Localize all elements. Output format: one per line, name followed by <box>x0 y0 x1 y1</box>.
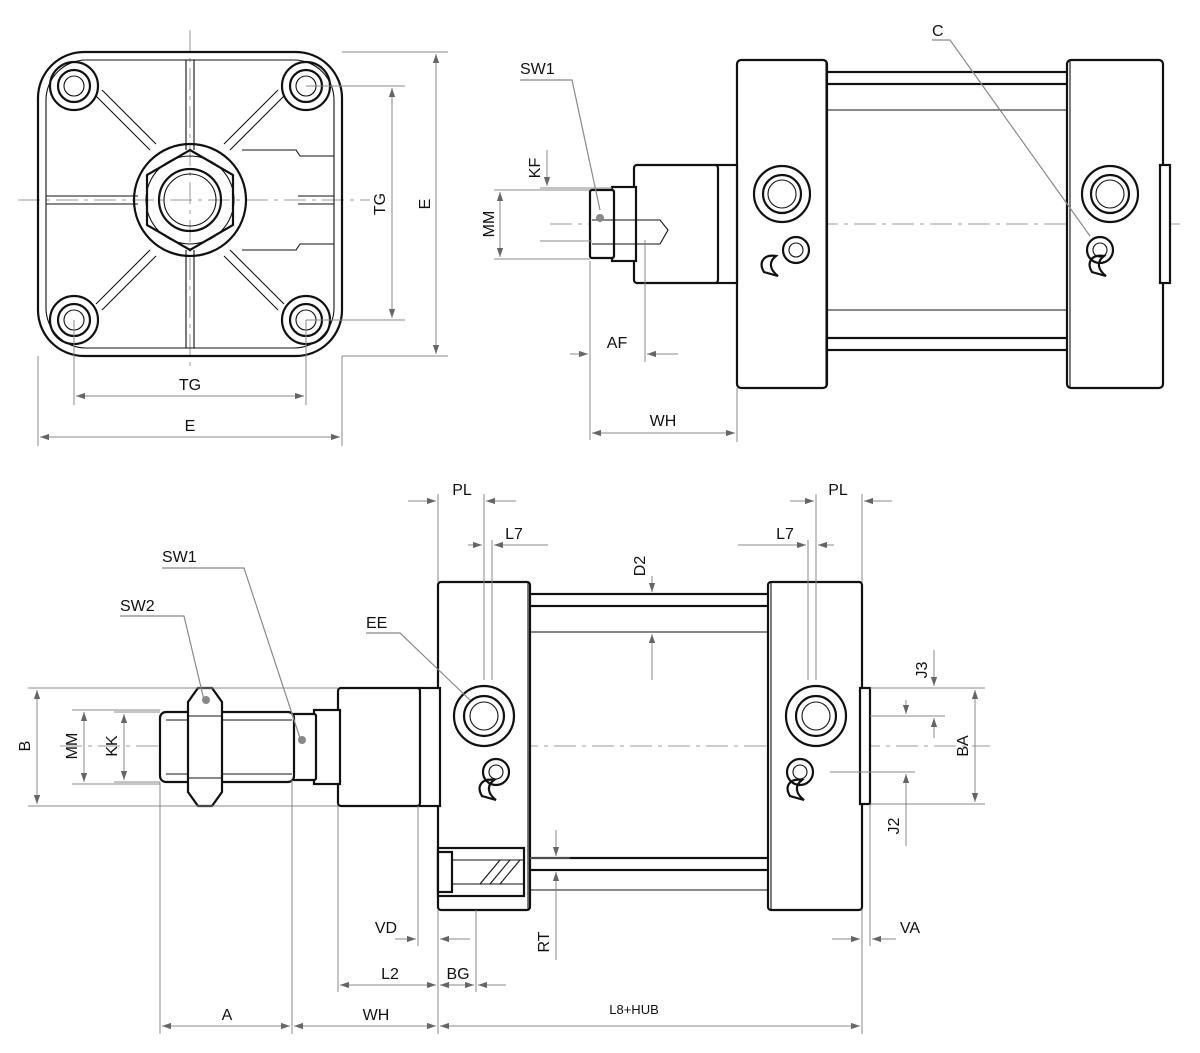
front-tg-horizontal-label: TG <box>179 377 201 394</box>
side-mm-label: MM <box>481 211 498 238</box>
main-pl-right-label: PL <box>828 482 848 499</box>
main-sw1-label: SW1 <box>162 549 197 566</box>
side-af-label: AF <box>607 335 628 352</box>
main-d2-label: D2 <box>632 556 649 577</box>
main-bg-label: BG <box>446 966 469 983</box>
main-kk-label: KK <box>104 735 121 757</box>
main-j3-label: J3 <box>914 661 931 678</box>
main-b-label: B <box>17 741 34 752</box>
front-e-vertical-label: E <box>417 199 434 210</box>
side-kf-label: KF <box>527 158 544 179</box>
main-view: PL PL L7 L7 D2 EE SW1 SW2 B MM <box>17 482 990 1034</box>
main-j2-label: J2 <box>886 817 903 834</box>
main-mm-label: MM <box>64 733 81 760</box>
rod-hex-nut <box>132 142 248 258</box>
main-va-label: VA <box>900 920 920 937</box>
port-ee-right <box>784 684 848 802</box>
port-left-head <box>752 164 812 278</box>
main-rt-label: RT <box>536 931 553 952</box>
front-tg-vertical-label: TG <box>372 193 389 215</box>
front-e-horizontal-label: E <box>185 418 196 435</box>
port-ee-left <box>452 684 516 802</box>
main-sw2-label: SW2 <box>120 598 155 615</box>
main-pl-left-label: PL <box>452 482 472 499</box>
side-sw1-label: SW1 <box>520 61 555 78</box>
port-right-head <box>1080 164 1140 278</box>
main-a-label: A <box>222 1007 233 1024</box>
main-l2-label: L2 <box>381 966 399 983</box>
side-wh-label: WH <box>650 413 677 430</box>
main-ba-label: BA <box>955 735 972 757</box>
main-vd-label: VD <box>375 920 397 937</box>
side-c-label: C <box>932 23 944 40</box>
main-wh-label: WH <box>363 1007 390 1024</box>
main-l7-left-label: L7 <box>505 526 523 543</box>
main-ee-label: EE <box>366 615 387 632</box>
bolt-boss-top-left <box>48 60 100 112</box>
main-l8hub-label: L8+HUB <box>609 1002 659 1017</box>
main-l7-right-label: L7 <box>776 526 794 543</box>
rod-lock-nut <box>186 686 224 808</box>
side-view: SW1 C KF MM AF WH <box>481 23 1185 442</box>
front-view: TG E TG E <box>18 30 448 446</box>
